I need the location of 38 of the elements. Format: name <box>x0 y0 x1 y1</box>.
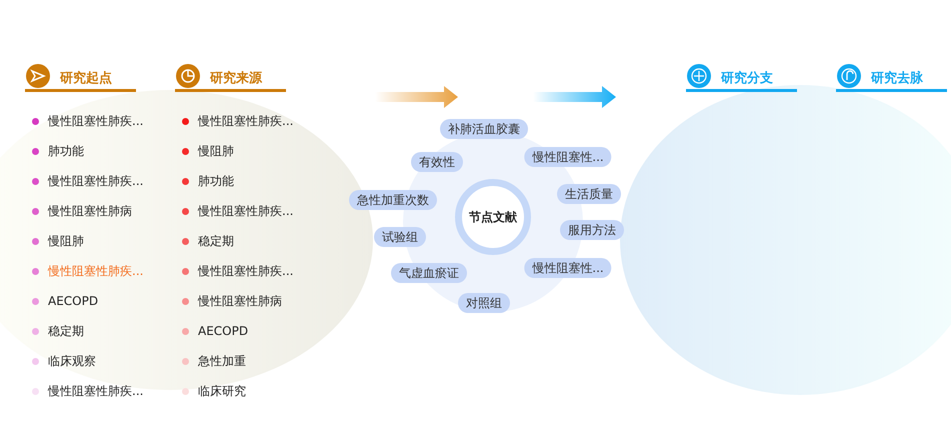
keyword-pill: 试验组 <box>374 227 426 247</box>
keyword-item: 慢性阻塞性肺疾... <box>48 173 144 189</box>
keyword-pill: 慢性阻塞性... <box>524 147 612 167</box>
section-header <box>686 64 797 92</box>
keyword-item: 稳定期 <box>198 233 234 249</box>
section-header <box>836 64 947 92</box>
keyword-item: 慢性阻塞性肺疾... <box>198 113 294 129</box>
section-title: 研究起点 <box>60 70 112 87</box>
keyword-pill: 补肺活血胶囊 <box>440 119 528 139</box>
keyword-item: 慢性阻塞性肺病 <box>48 203 132 219</box>
keyword-item: 稳定期 <box>48 323 84 339</box>
section-header <box>25 64 136 92</box>
keyword-item: 临床研究 <box>198 383 246 399</box>
section-header <box>175 64 286 92</box>
section-title: 研究来源 <box>210 70 262 87</box>
keyword-item: 慢性阻塞性肺疾... <box>48 113 144 129</box>
keyword-item: 临床观察 <box>48 353 96 369</box>
keyword-item: 肺功能 <box>48 143 84 159</box>
keyword-item: AECOPD <box>48 293 98 309</box>
keyword-item: 慢性阻塞性肺病 <box>198 293 282 309</box>
keyword-item: 肺功能 <box>198 173 234 189</box>
section-title: 研究去脉 <box>871 70 923 87</box>
keyword-item: 慢性阻塞性肺疾... <box>198 263 294 279</box>
keyword-pill: 服用方法 <box>560 220 624 240</box>
section-title: 研究分支 <box>721 70 773 87</box>
keyword-item: AECOPD <box>198 323 248 339</box>
keyword-item: 急性加重 <box>198 353 246 369</box>
keyword-pill: 慢性阻塞性... <box>524 258 612 278</box>
keyword-pill: 对照组 <box>458 293 510 313</box>
keyword-item: 慢性阻塞性肺疾... <box>48 263 144 279</box>
keyword-pill: 急性加重次数 <box>349 190 437 210</box>
keyword-item: 慢性阻塞性肺疾... <box>198 203 294 219</box>
keyword-item: 慢阻肺 <box>48 233 84 249</box>
keyword-pill: 生活质量 <box>557 184 621 204</box>
keyword-pill: 有效性 <box>411 152 463 172</box>
keyword-item: 慢阻肺 <box>198 143 234 159</box>
keyword-item: 慢性阻塞性肺疾... <box>48 383 144 399</box>
keyword-pill: 气虚血瘀证 <box>391 263 467 283</box>
